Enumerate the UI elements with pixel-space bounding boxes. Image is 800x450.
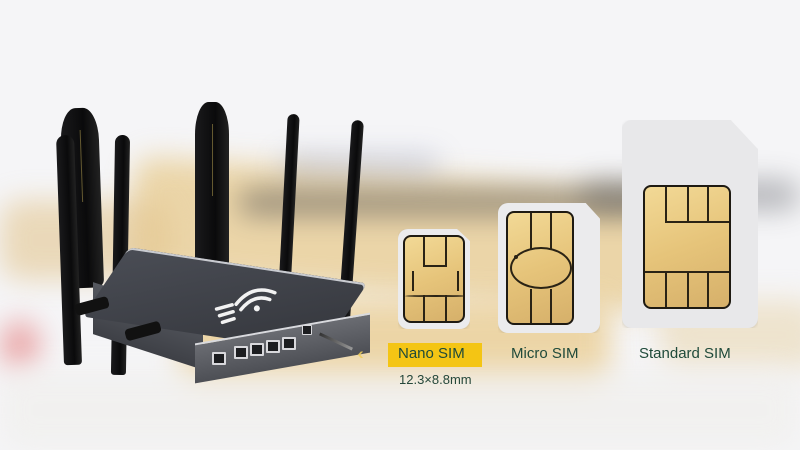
nano-sim-label: Nano SIM [398, 345, 465, 362]
nano-sim-card [398, 229, 470, 329]
standard-sim-label: Standard SIM [639, 345, 731, 362]
nano-sim-dimensions: 12.3×8.8mm [399, 372, 472, 387]
antenna-icon [195, 102, 229, 282]
wan-port [212, 352, 226, 365]
lan-port [266, 340, 280, 353]
wifi-icon [214, 288, 277, 325]
sim-chip [403, 235, 465, 323]
router-image [55, 100, 375, 384]
lan-port [282, 337, 296, 350]
micro-sim-label: Micro SIM [511, 345, 579, 362]
sim-slot [302, 325, 312, 335]
lan-port [250, 343, 264, 356]
sim-chip [506, 211, 574, 325]
lan-port [234, 346, 248, 359]
standard-sim-card [622, 120, 758, 328]
sim-chip [643, 185, 731, 309]
nano-sim-highlight [388, 343, 482, 367]
background-blur [0, 320, 40, 370]
micro-sim-card [498, 203, 600, 333]
antenna-icon [278, 113, 300, 295]
background-blur [0, 370, 800, 450]
